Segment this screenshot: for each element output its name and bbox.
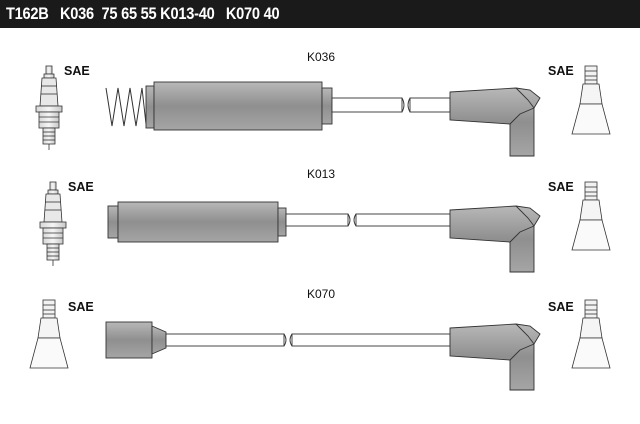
part-label-k036: K036 <box>307 50 336 64</box>
part-label-k013: K013 <box>307 167 336 181</box>
right-terminal-label-2: SAE <box>548 180 574 194</box>
left-terminal-label-2: SAE <box>68 180 94 194</box>
cable-break-icon <box>347 213 357 227</box>
cable-break-icon <box>283 333 293 347</box>
cable-break-icon <box>401 97 411 113</box>
right-terminal-label-1: SAE <box>548 64 574 78</box>
cable <box>285 213 451 227</box>
spark-plug-icon <box>39 181 67 266</box>
diagram-drawing <box>29 65 611 391</box>
header-bar: T162B K036 75 65 55 K013-40 K070 40 <box>0 0 640 28</box>
straight-boot-icon <box>105 321 167 359</box>
angled-boot-icon <box>449 87 541 157</box>
right-terminal-label-3: SAE <box>548 300 574 314</box>
cable <box>165 333 451 347</box>
part-label-k070: K070 <box>307 287 336 301</box>
coil-terminal-icon <box>571 299 611 369</box>
left-terminal-label-1: SAE <box>64 64 90 78</box>
page-title: T162B K036 75 65 55 K013-40 K070 40 <box>6 4 280 23</box>
coil-terminal-icon <box>571 65 611 135</box>
spark-plug-icon <box>35 65 63 150</box>
coil-terminal-icon <box>571 181 611 251</box>
coil-terminal-icon <box>29 299 69 369</box>
left-terminal-label-3: SAE <box>68 300 94 314</box>
long-boot-icon <box>107 201 287 243</box>
cable <box>331 97 451 113</box>
long-boot-icon <box>145 81 333 131</box>
spring-icon <box>105 87 147 127</box>
angled-boot-icon <box>449 205 541 273</box>
angled-boot-icon <box>449 323 541 391</box>
